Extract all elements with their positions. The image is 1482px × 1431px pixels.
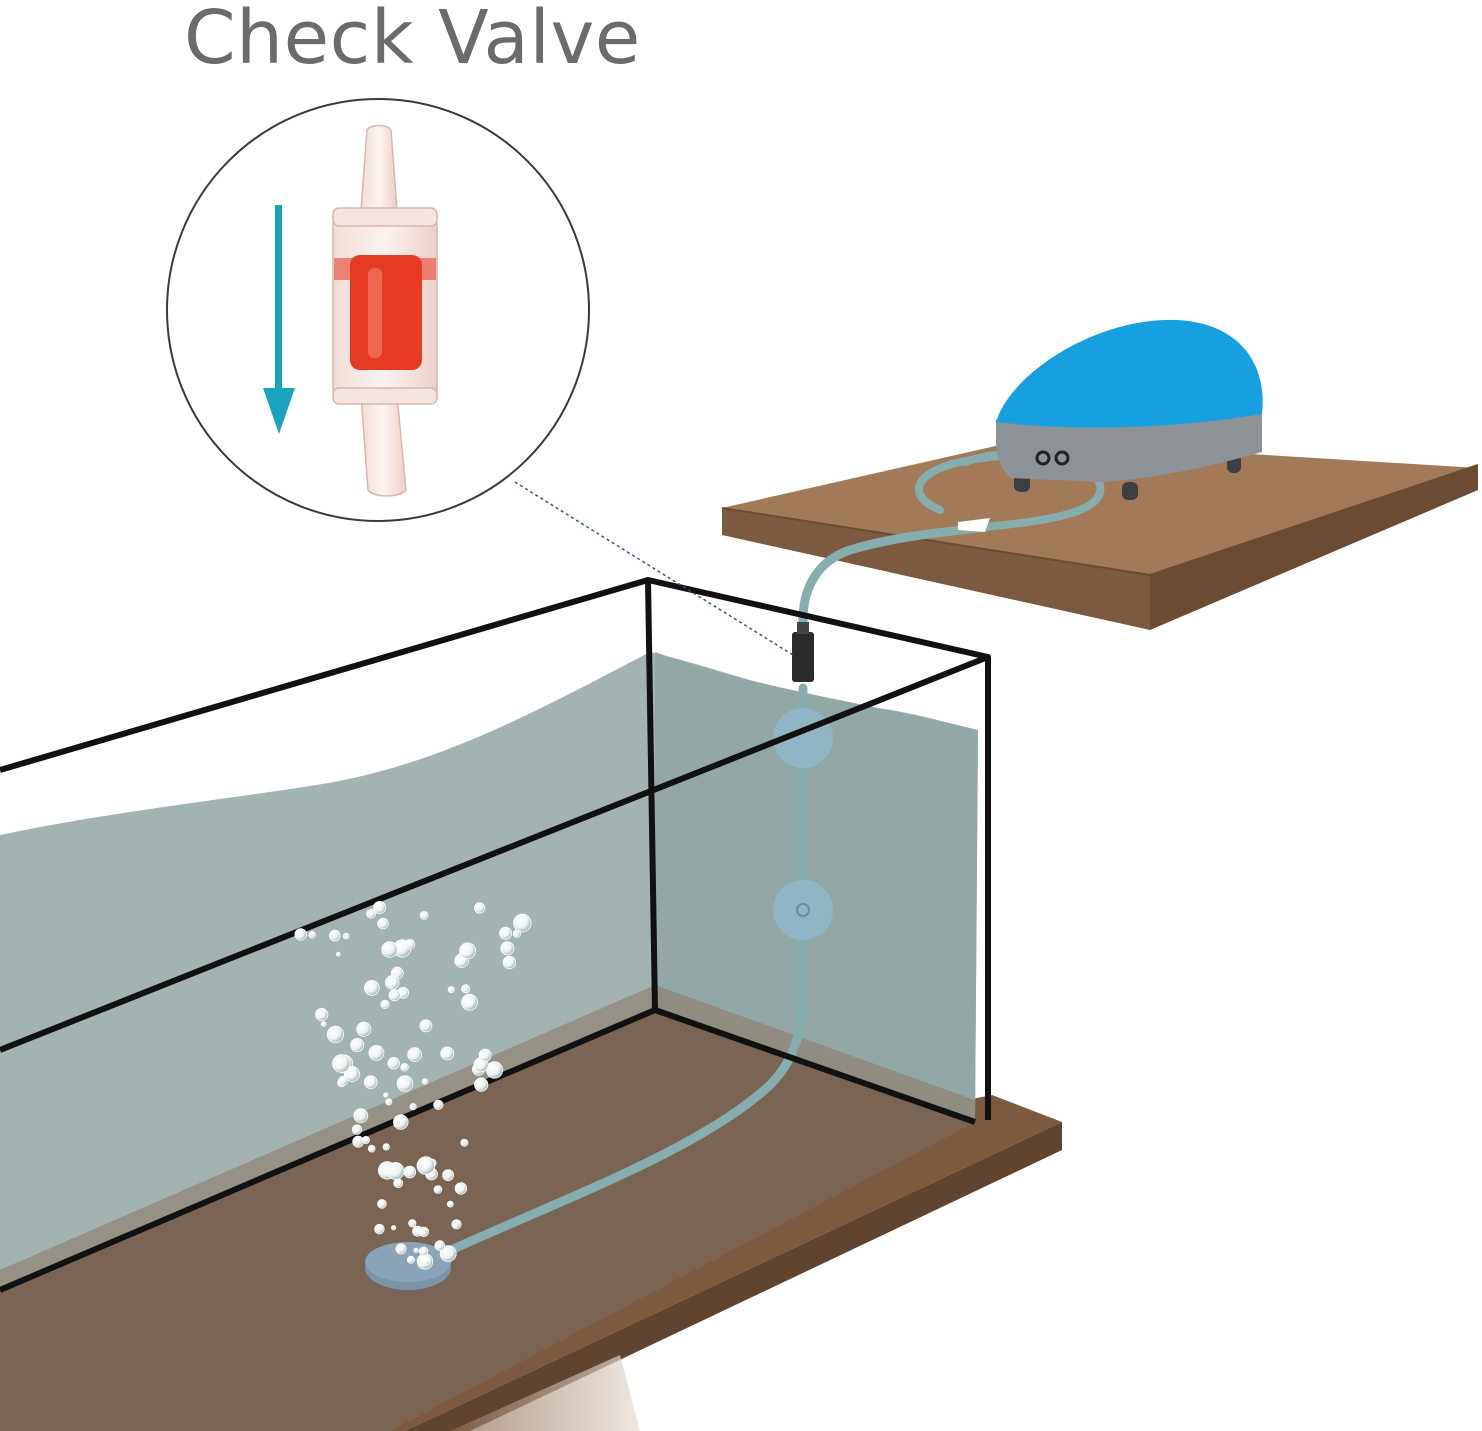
- air-bubble: [460, 1138, 469, 1147]
- air-bubble: [353, 1108, 369, 1124]
- air-bubble: [381, 941, 398, 958]
- air-bubble: [393, 1178, 404, 1189]
- air-bubble: [373, 901, 387, 915]
- air-bubble: [440, 1046, 455, 1061]
- air-bubble: [363, 980, 380, 996]
- air-bubble: [315, 1007, 329, 1022]
- air-bubble: [326, 1025, 344, 1044]
- air-bubble: [320, 1021, 327, 1027]
- tank-frame: [0, 577, 991, 1293]
- air-bubble: [459, 942, 477, 960]
- air-bubble: [473, 902, 486, 914]
- air-bubble: [385, 975, 400, 990]
- air-bubble: [332, 1054, 351, 1073]
- air-bubble: [418, 1226, 430, 1238]
- tank-water: [0, 652, 978, 1431]
- air-bubble: [350, 1038, 365, 1053]
- air-bubble: [396, 1075, 414, 1092]
- air-bubble: [500, 941, 515, 956]
- air-bubble: [413, 1247, 419, 1254]
- air-bubble: [356, 1021, 372, 1037]
- air-bubble: [419, 1019, 433, 1033]
- air-bubble: [478, 1048, 492, 1062]
- air-bubble: [409, 1103, 417, 1111]
- air-bubble: [393, 1114, 409, 1130]
- callout-leader-line: [514, 481, 794, 656]
- air-bubble: [433, 1185, 443, 1194]
- air-bubble: [512, 929, 522, 938]
- diagram-title: Check Valve: [184, 0, 641, 81]
- air-bubble: [499, 926, 513, 940]
- air-bubble: [335, 951, 341, 957]
- air-bubble: [408, 1219, 417, 1228]
- air-bubbles: [294, 901, 532, 1270]
- air-bubble: [403, 1165, 417, 1179]
- tube-connector: [958, 518, 990, 532]
- air-bubble: [418, 1246, 429, 1256]
- air-bubble: [386, 1162, 405, 1180]
- air-bubble: [351, 1124, 363, 1135]
- air-bubble: [361, 1136, 370, 1145]
- air-bubble: [485, 1061, 504, 1079]
- air-bubble: [388, 982, 395, 989]
- air-bubble: [447, 986, 455, 994]
- air-bubble: [416, 1156, 436, 1175]
- air-bubble: [395, 1243, 407, 1255]
- air-bubble: [406, 1255, 415, 1264]
- air-bubble: [328, 929, 341, 942]
- air-bubble: [451, 1219, 462, 1230]
- air-bubble: [433, 1099, 444, 1110]
- air-bubble: [454, 1182, 468, 1195]
- air-bubble: [343, 1065, 360, 1082]
- air-bubble: [474, 1077, 489, 1092]
- air-bubble: [434, 1240, 446, 1251]
- air-bubble: [377, 917, 389, 930]
- air-bubble: [387, 1056, 400, 1070]
- air-bubble: [513, 913, 532, 933]
- air-bubble: [400, 1063, 409, 1072]
- down-arrow-icon: [263, 205, 295, 434]
- air-bubble: [374, 1223, 385, 1235]
- air-pump-icon: [996, 319, 1263, 500]
- air-bubble: [385, 1098, 393, 1106]
- air-bubble: [439, 1245, 457, 1262]
- air-bubble: [368, 1045, 385, 1061]
- air-bubble: [502, 955, 517, 970]
- air-bubble: [352, 1135, 365, 1148]
- check-valve-icon: [332, 124, 438, 497]
- air-bubble: [461, 984, 471, 994]
- air-bubble: [338, 1075, 349, 1086]
- air-bubble: [383, 1092, 389, 1098]
- air-bubble: [294, 928, 307, 941]
- pump-shelf: [721, 440, 1479, 630]
- air-bubble: [382, 1143, 390, 1151]
- air-bubble: [390, 1225, 397, 1231]
- air-bubble: [442, 1169, 455, 1182]
- air-bubble: [404, 938, 416, 950]
- air-bubble: [407, 1047, 422, 1062]
- air-bubble: [446, 1200, 454, 1208]
- air-bubble: [421, 1078, 429, 1085]
- air-bubble: [342, 932, 350, 940]
- air-bubble: [363, 1075, 378, 1089]
- air-bubble: [419, 911, 429, 920]
- air-bubble: [388, 989, 401, 1002]
- air-bubble: [308, 931, 316, 939]
- inline-check-valve: [792, 622, 814, 682]
- air-bubble: [380, 999, 390, 1010]
- air-bubble: [367, 1144, 376, 1153]
- air-bubble: [423, 1258, 431, 1266]
- air-bubble: [377, 1199, 387, 1209]
- air-bubble: [366, 908, 377, 919]
- air-bubble: [461, 993, 478, 1011]
